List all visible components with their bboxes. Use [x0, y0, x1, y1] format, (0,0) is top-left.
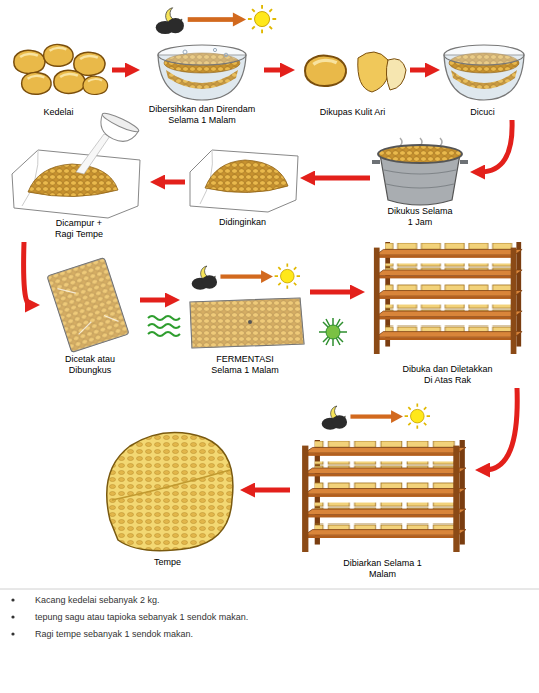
flow-arrow — [250, 488, 290, 493]
step-label: Didinginkan — [219, 217, 266, 228]
process-step: Dikukus Selama 1 Jam — [370, 132, 470, 230]
night-to-day-icon — [192, 263, 300, 289]
flow-arrow — [140, 298, 170, 303]
process-step: Kedelai — [5, 38, 112, 120]
flow-arrow — [310, 176, 370, 181]
process-step: Dikupas Kulit Ari — [295, 40, 410, 120]
step-label: Kedelai — [43, 107, 73, 118]
divider-line — [0, 589, 539, 590]
cooling-cloth — [190, 150, 298, 212]
step-label: Dibersihkan dan Direndam Selama 1 Malam — [145, 104, 260, 127]
flow-arrow — [160, 180, 185, 185]
night-to-day-icon — [156, 5, 276, 34]
night-to-day-icon — [322, 403, 430, 429]
step-label: Dicampur + Ragi Tempe — [47, 218, 112, 241]
warmth-waves — [148, 316, 180, 336]
flow-arrow — [112, 68, 130, 73]
bullet-dot — [11, 632, 14, 635]
step-label: Dicuci — [470, 107, 495, 118]
soybeans — [14, 44, 108, 94]
flow-arrow — [264, 68, 285, 73]
peeled-bean — [305, 52, 406, 92]
step-label: FERMENTASI Selama 1 Malam — [200, 354, 290, 377]
flow-arrow — [485, 388, 517, 470]
step-label: Dibiarkan Selama 1 Malam — [343, 558, 423, 581]
bullet-dot — [11, 615, 14, 618]
process-step: Didinginkan — [185, 142, 300, 230]
soaking-bowl — [158, 45, 246, 100]
ingredient-note: tepung sagu atau tapioka sebanyak 1 send… — [35, 611, 248, 623]
process-step: Tempe — [95, 425, 240, 570]
wrapped-package — [47, 258, 129, 353]
process-step: Dicuci — [440, 38, 525, 120]
bullet-dot — [11, 598, 14, 601]
flow-arrow — [310, 290, 355, 295]
tempe-block — [107, 433, 233, 551]
flow-arrow — [480, 120, 512, 172]
rack — [374, 242, 522, 354]
step-label: Dikupas Kulit Ari — [320, 107, 386, 118]
mold-icon — [319, 318, 347, 346]
ingredient-note: Kacang kedelai sebanyak 2 kg. — [35, 594, 160, 606]
flow-arrow — [24, 242, 30, 305]
fermenting-package — [190, 298, 304, 348]
step-label: Dicetak atau Dibungkus — [53, 354, 128, 377]
process-step: Dibuka dan Diletakkan Di Atas Rak — [365, 238, 530, 388]
flow-arrow — [410, 68, 430, 73]
washing-bowl — [444, 45, 524, 100]
step-label: Tempe — [154, 557, 181, 568]
process-step: Dicampur + Ragi Tempe — [8, 140, 150, 242]
steaming-pot — [372, 138, 468, 205]
process-step: Dibersihkan dan Direndam Selama 1 Malam — [140, 38, 264, 128]
rack — [302, 440, 466, 552]
step-label: Dikukus Selama 1 Jam — [384, 206, 456, 229]
step-label: Dibuka dan Diletakkan Di Atas Rak — [400, 364, 495, 387]
process-step: FERMENTASI Selama 1 Malam — [180, 258, 310, 378]
process-step: Dibiarkan Selama 1 Malam — [290, 435, 475, 582]
mixing-cloth — [12, 110, 140, 218]
ingredient-note: Ragi tempe sebanyak 1 sendok makan. — [35, 628, 193, 640]
process-step: Dicetak atau Dibungkus — [40, 252, 140, 378]
